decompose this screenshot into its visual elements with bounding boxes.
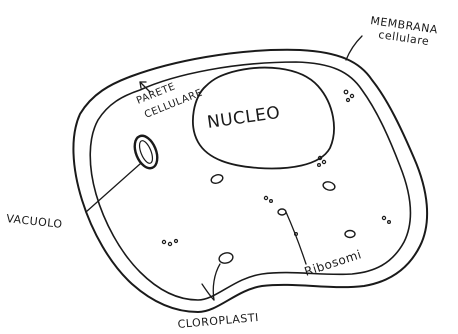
chloroplast	[322, 181, 336, 192]
label-vacuolo: VACUOLO	[6, 212, 63, 231]
chloroplast	[210, 173, 224, 185]
label-nucleo: NUCLEO	[206, 103, 282, 133]
vacuole-outline	[130, 132, 161, 171]
chloroplast	[278, 209, 286, 215]
chloroplast	[345, 231, 355, 238]
leader-line-membrana	[346, 36, 362, 60]
chloroplast	[218, 251, 234, 264]
cell-wall-outline	[73, 50, 427, 312]
leader-line-ribosomi	[286, 212, 306, 264]
label-cloroplasti: CLOROPLASTI	[177, 311, 259, 331]
